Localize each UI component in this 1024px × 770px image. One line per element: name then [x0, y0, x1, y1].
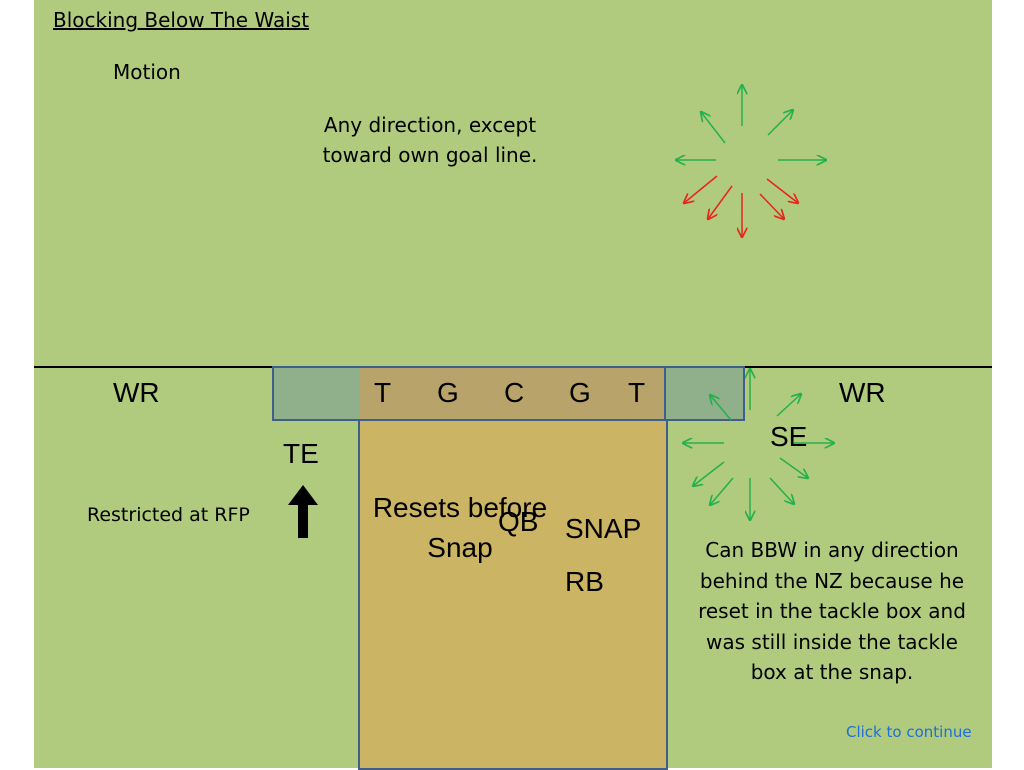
wide-receiver-right-label: WR	[839, 377, 886, 408]
wide-receiver-left-label: WR	[113, 377, 160, 408]
slide-subtitle: Motion	[113, 60, 181, 84]
snap-label: SNAP	[565, 513, 642, 544]
tackle-box	[358, 366, 668, 770]
left-tackle-label: T	[374, 377, 392, 408]
blocking-direction-star-icon	[683, 369, 834, 520]
left-guard-label: G	[437, 377, 459, 408]
resets-before-snap-text: Resets before Snap	[372, 492, 548, 563]
tight-end-label: TE	[283, 438, 319, 469]
offensive-line-zone	[360, 368, 664, 421]
slide-title: Blocking Below The Waist	[53, 8, 310, 32]
running-back-label: RB	[565, 566, 604, 597]
continue-link[interactable]: Click to continue	[846, 723, 972, 741]
center-label: C	[504, 377, 525, 408]
restricted-at-rfp-text: Restricted at RFP	[87, 504, 250, 526]
motion-rule-text: Any direction, except toward own goal li…	[322, 113, 538, 167]
motion-direction-star-icon	[676, 85, 826, 237]
split-end-label: SE	[770, 421, 808, 452]
right-guard-label: G	[569, 377, 591, 408]
right-line-zone	[664, 366, 745, 421]
up-arrow-icon	[288, 485, 318, 538]
quarterback-label: QB	[498, 506, 539, 537]
right-tackle-label: T	[628, 377, 646, 408]
explanation-text: Can BBW in any direction behind the NZ b…	[698, 538, 966, 684]
